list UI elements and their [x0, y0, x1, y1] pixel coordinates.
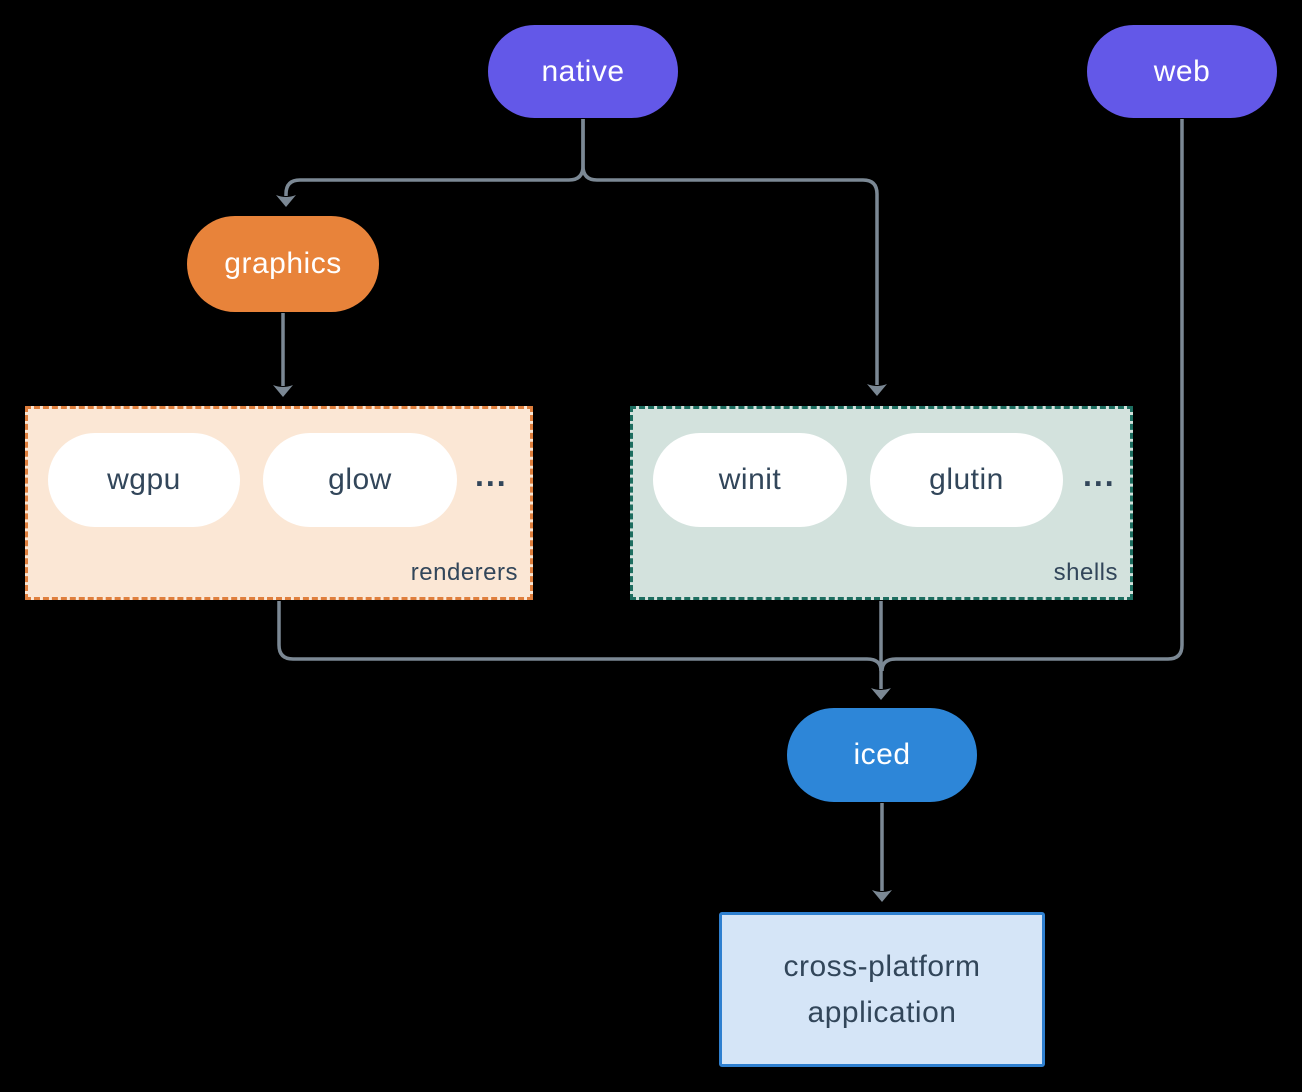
node-glow-label: glow [328, 463, 392, 496]
node-iced: iced [787, 708, 977, 802]
renderers-ellipsis: ... [475, 457, 508, 493]
edge-native-shells [581, 119, 887, 396]
node-web-label: web [1153, 54, 1211, 88]
edge-native-graphics [276, 119, 585, 207]
node-glutin: glutin [870, 433, 1063, 527]
app-label-line1: cross-platform [783, 949, 981, 983]
node-graphics-label: graphics [224, 247, 342, 280]
group-shells: winit glutin ... shells [630, 406, 1133, 600]
group-renderers: wgpu glow ... renderers [25, 406, 533, 600]
node-wgpu-label: wgpu [107, 463, 181, 496]
renderers-label: renderers [410, 559, 518, 586]
edge-renderers-junction [277, 601, 883, 672]
node-graphics: graphics [187, 216, 379, 312]
node-wgpu: wgpu [48, 433, 240, 527]
node-native-label: native [541, 54, 625, 88]
app-label-line2: application [807, 995, 957, 1029]
node-glow: glow [263, 433, 457, 527]
shells-label: shells [1053, 559, 1118, 586]
node-winit: winit [653, 433, 847, 527]
edge-web-junction [880, 119, 1184, 672]
node-iced-label: iced [853, 738, 911, 771]
node-winit-label: winit [718, 463, 782, 496]
shells-ellipsis: ... [1083, 457, 1116, 493]
node-glutin-label: glutin [929, 463, 1004, 496]
node-web: web [1087, 25, 1277, 118]
node-native: native [488, 25, 678, 118]
node-cross-platform-application: cross-platform application [719, 912, 1045, 1067]
